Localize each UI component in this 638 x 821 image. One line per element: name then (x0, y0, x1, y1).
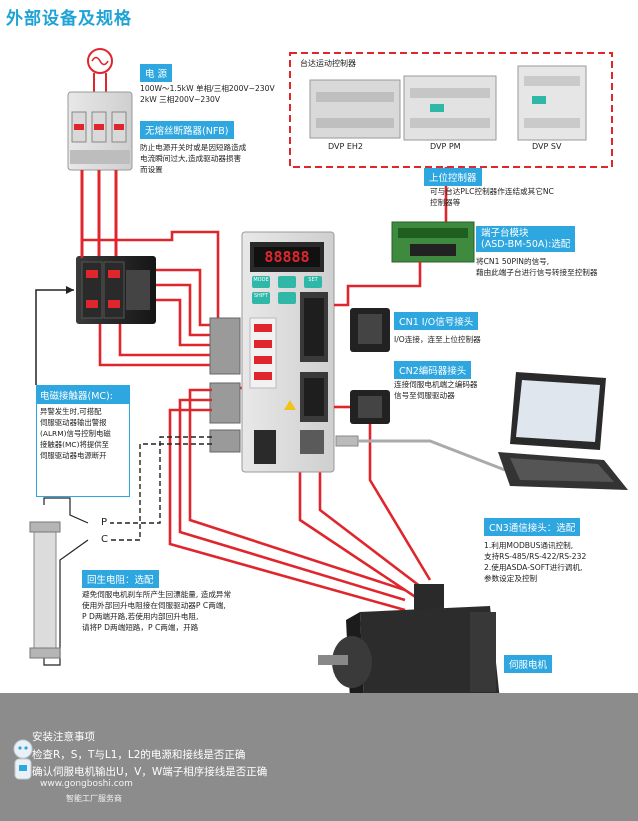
upper-text: 可与台达PLC控制器作连结或其它NC 控制器等 (430, 187, 554, 207)
mc-contactor-icon (76, 256, 156, 324)
cn2-connector-icon (334, 390, 432, 581)
ac-source-icon (87, 48, 113, 92)
servo-drive-icon (241, 231, 335, 473)
mc-box: 电磁接触器(MC): 异警发生时,可搭配 伺服驱动器输出警报 (ALRM)信号控… (36, 385, 130, 497)
terminal-c-label: C (101, 534, 108, 545)
drive-set-button[interactable]: SET (308, 277, 318, 283)
nfb-breaker-icon (67, 91, 133, 171)
drive-display: 88888 (264, 248, 310, 266)
plc-model-sv: DVP SV (532, 142, 562, 151)
watermark-url: www.gongboshi.com (40, 779, 133, 789)
regen-header: 回生电阻：选配 (82, 570, 159, 588)
terminal-header: 端子台模块 (ASD-BM-50A):选配 (476, 226, 576, 252)
power-text: 100W～1.5kW 单相/三相200V~230V 2kW 三相200V~230… (140, 84, 275, 104)
plc-model-pm: DVP PM (430, 142, 461, 151)
notes-title: 安装注意事项 (32, 731, 95, 743)
usb-cable-icon (335, 435, 506, 472)
power-terminal-block (209, 317, 241, 453)
notes-line-1: 检查R，S，T与L1，L2的电源和接线是否正确 (32, 749, 246, 761)
cn3-header: CN3通信接头：选配 (484, 518, 581, 536)
terminal-p-label: P (101, 517, 108, 528)
plc-frame-title: 台达运动控制器 (300, 59, 356, 68)
laptop-icon (498, 372, 628, 490)
cn1-header: CN1 I/O信号接头 (394, 312, 479, 330)
cn1-connector-icon (350, 308, 390, 352)
drive-mode-button[interactable]: MODE (253, 277, 269, 283)
nfb-text: 防止电源开关时或是因短路造成 电流瞬间过大,造成驱动器损害 而设置 (140, 143, 247, 174)
cn2-header: CN2编码器接头 (394, 361, 472, 379)
terminal-text: 将CN1 50PIN的信号, 藉由此端子台进行信号转接至控制器 (476, 257, 598, 277)
plc-pm-icon (403, 75, 497, 141)
robot-mascot-icon (13, 739, 33, 780)
power-header: 电 源 (140, 64, 173, 82)
regen-resistor-icon (29, 497, 89, 666)
mc-text: 异警发生时,可搭配 伺服驱动器输出警报 (ALRM)信号控制电磁 接触器(MC)… (40, 407, 111, 460)
drive-shift-button[interactable]: SHIFT (253, 293, 269, 299)
terminal-module-icon (391, 221, 475, 263)
watermark-name: 智能工厂服务商 (66, 794, 122, 803)
nfb-header: 无熔丝断路器(NFB) (140, 121, 234, 139)
cn3-text: 1.利用MODBUS通讯控制, 支持RS-485/RS-422/RS-232 2… (484, 541, 587, 583)
plc-frame (289, 52, 613, 168)
cn1-text: I/O连接，连至上位控制器 (394, 335, 481, 344)
motor-label: 伺服电机 (504, 655, 553, 673)
wiring-diagram (29, 48, 628, 693)
plc-eh2-icon (309, 79, 401, 139)
page-title: 外部设备及规格 (6, 9, 132, 29)
regen-text: 避免伺服电机刹车所产生回漂能量, 造成异常 使用外部回升电阻接在伺服驱动器P C… (82, 590, 232, 632)
mc-header: 电磁接触器(MC): (37, 386, 129, 404)
plc-sv-icon (517, 65, 587, 141)
installation-notes: 安装注意事项 检查R，S，T与L1，L2的电源和接线是否正确 确认伺服电机输出U… (0, 693, 638, 821)
cn2-text: 连接伺服电机端之编码器 信号至伺服驱动器 (394, 380, 478, 400)
notes-line-2: 确认伺服电机输出U，V，W端子相序接线是否正确 (32, 766, 268, 778)
servo-motor-icon (318, 584, 500, 693)
upper-header: 上位控制器 (424, 168, 482, 186)
plc-model-eh2: DVP EH2 (328, 142, 364, 151)
